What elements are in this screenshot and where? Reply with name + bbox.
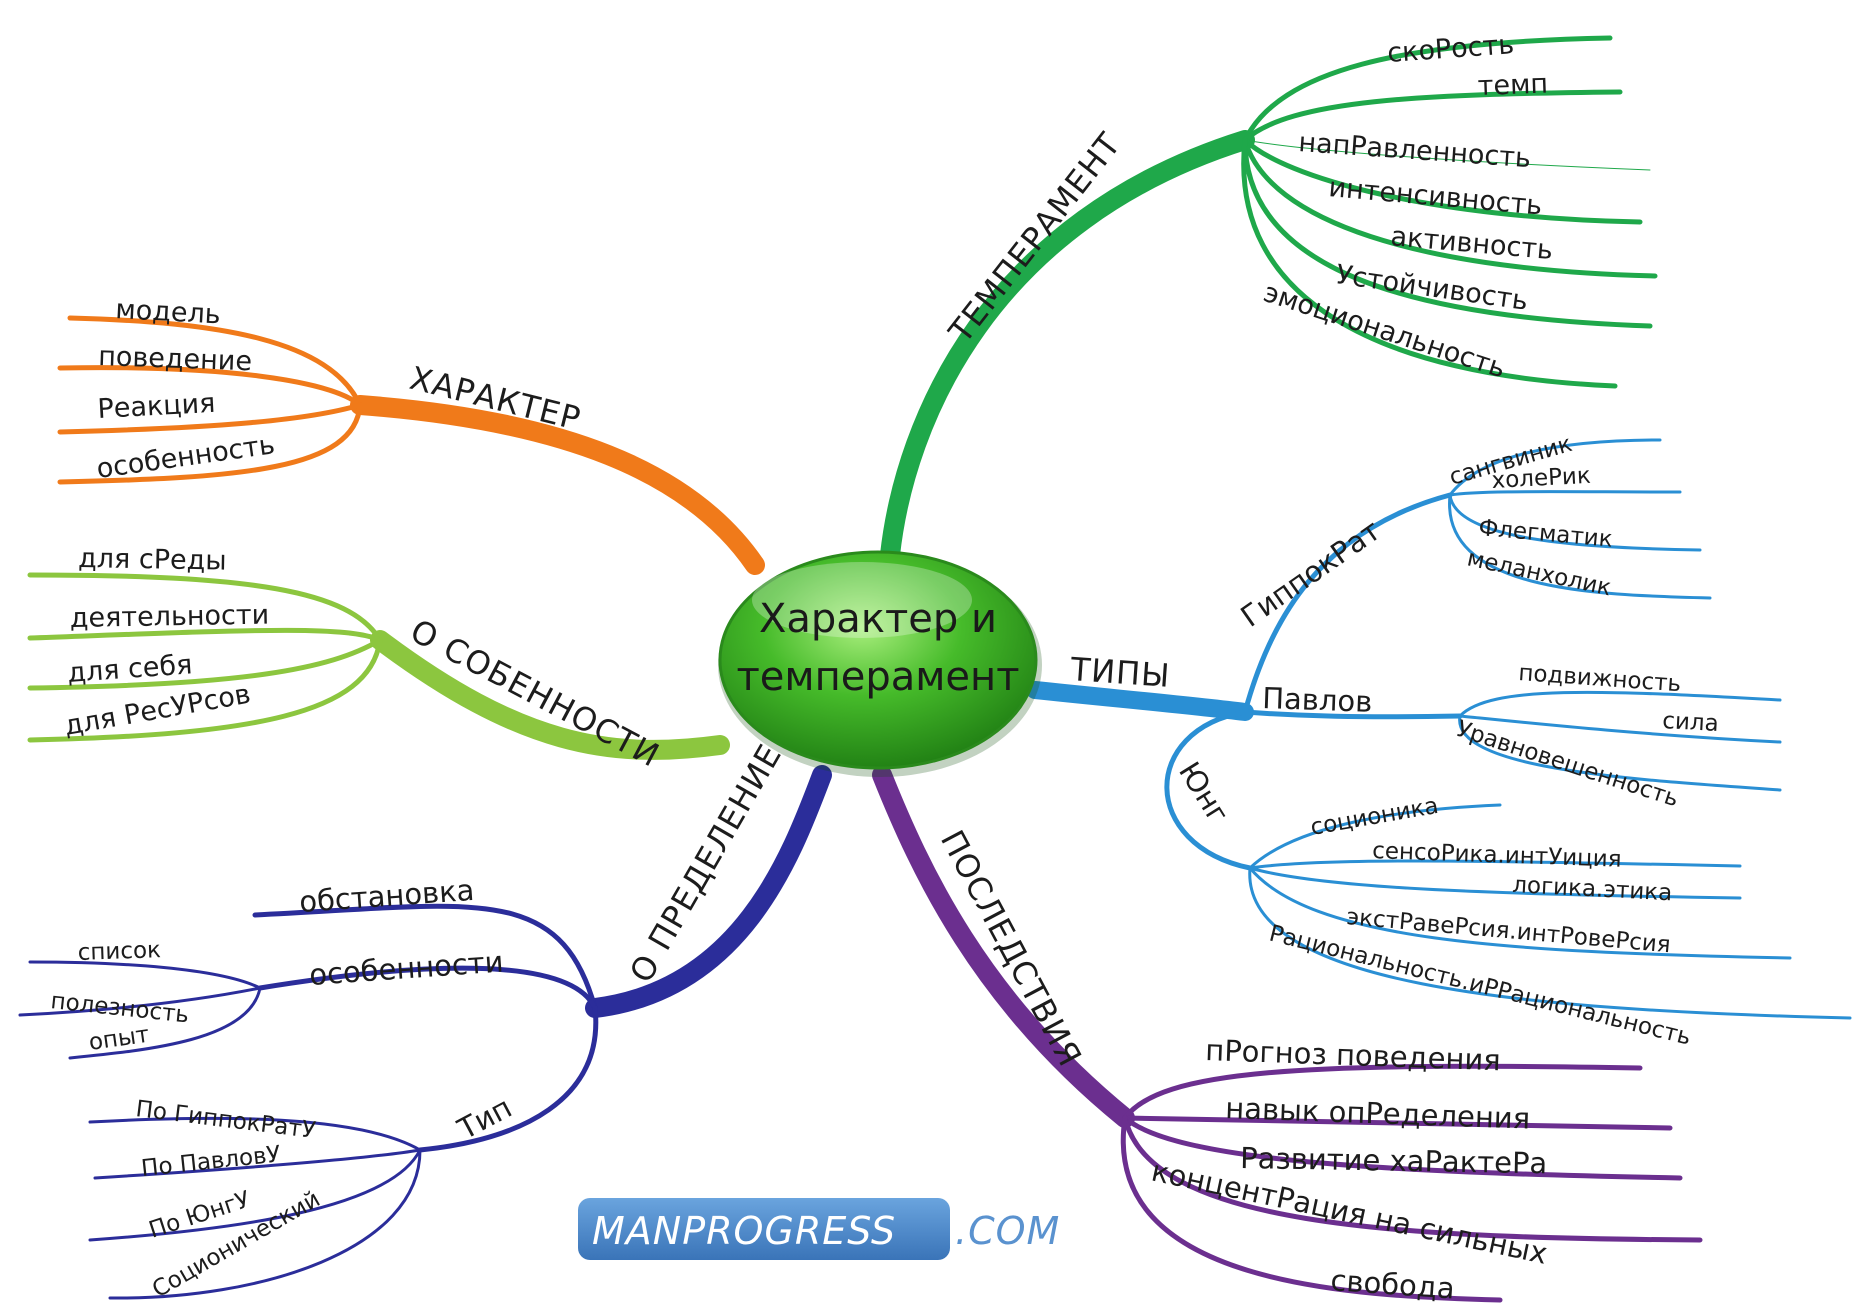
definition-setting: обстановка	[298, 873, 475, 919]
consequences-label: ПОСЛЕДСТВИЯ	[933, 824, 1090, 1073]
temperament-main-line	[880, 130, 1255, 565]
definition-features-leaf: список	[77, 937, 161, 966]
consequences-leaf: навык опРеделения	[1225, 1091, 1531, 1136]
definition-main-line	[585, 765, 832, 1018]
hippocrates-leaf: Флегматик	[1477, 515, 1613, 553]
hippocrates-label: ГиппокРат	[1235, 513, 1387, 634]
temperament-leaf: интенсивность	[1327, 172, 1543, 222]
center-node: Характер и темперамент	[718, 550, 1042, 777]
types-label: ТИПЫ	[1068, 650, 1171, 695]
temperament-leaf: напРавленность	[1298, 127, 1532, 174]
features-leaf: деятельности	[70, 600, 270, 634]
character-branch	[57, 315, 765, 575]
types-main-line	[1026, 681, 1254, 721]
definition-type-leaf: По ПавловУ	[140, 1141, 282, 1181]
types-labels: ТИПЫ ГиппокРат сангвиник холеРик Флегмат…	[1068, 431, 1719, 1051]
jung-leaf: сенсоРика.интУиция	[1372, 838, 1622, 873]
hippocrates-leaf: меланхолик	[1465, 545, 1614, 601]
consequences-leaf: Развитие хаРактеРа	[1240, 1141, 1548, 1180]
types-branch	[1026, 438, 1852, 1020]
jung-leaf: логика.этика	[1512, 872, 1673, 906]
definition-features-leaf: полезность	[49, 988, 190, 1028]
features-main-line	[370, 630, 730, 760]
temperament-labels: ТЕМПЕРАМЕНТ скоРость темп напРавленность…	[941, 29, 1554, 384]
character-leaf: Реакция	[97, 388, 216, 425]
center-title-line1: Характер и	[759, 596, 997, 642]
watermark-logo: MANPROGRESS .COM	[578, 1198, 1060, 1260]
watermark-brand: MANPROGRESS	[592, 1209, 896, 1253]
pavlov-label: Павлов	[1262, 681, 1373, 719]
temperament-leaf: скоРость	[1386, 29, 1515, 69]
consequences-leaf: свобода	[1330, 1263, 1456, 1306]
character-main-line	[350, 395, 765, 575]
pavlov-leaf: сила	[1662, 708, 1720, 737]
definition-features-label: особенности	[308, 944, 504, 991]
character-labels: ХАРАКТЕР модель поведение Реакция особен…	[95, 294, 585, 485]
jung-label: Юнг	[1172, 756, 1236, 830]
jung-leaf: соционика	[1309, 793, 1441, 841]
watermark-suffix: .COM	[955, 1209, 1060, 1253]
consequences-leaf: пРогноз поведения	[1205, 1033, 1502, 1077]
definition-type-leaf: По ГиппокРатУ	[134, 1096, 317, 1144]
center-title-line2: темперамент	[737, 654, 1020, 700]
features-leaf: для сРеды	[78, 543, 227, 577]
temperament-label: ТЕМПЕРАМЕНТ	[941, 125, 1129, 350]
character-leaf: поведение	[98, 341, 253, 377]
temperament-leaf: темп	[1477, 69, 1548, 102]
definition-branch	[18, 765, 832, 1300]
consequences-main-line	[872, 765, 1135, 1128]
consequences-branch	[872, 765, 1703, 1303]
temperament-branch	[880, 35, 1658, 565]
features-branch	[27, 572, 730, 760]
character-leaf: модель	[115, 294, 222, 330]
pavlov-leaf: Уравновешенность	[1453, 716, 1682, 812]
hippocrates-leaf: холеРик	[1491, 463, 1592, 494]
